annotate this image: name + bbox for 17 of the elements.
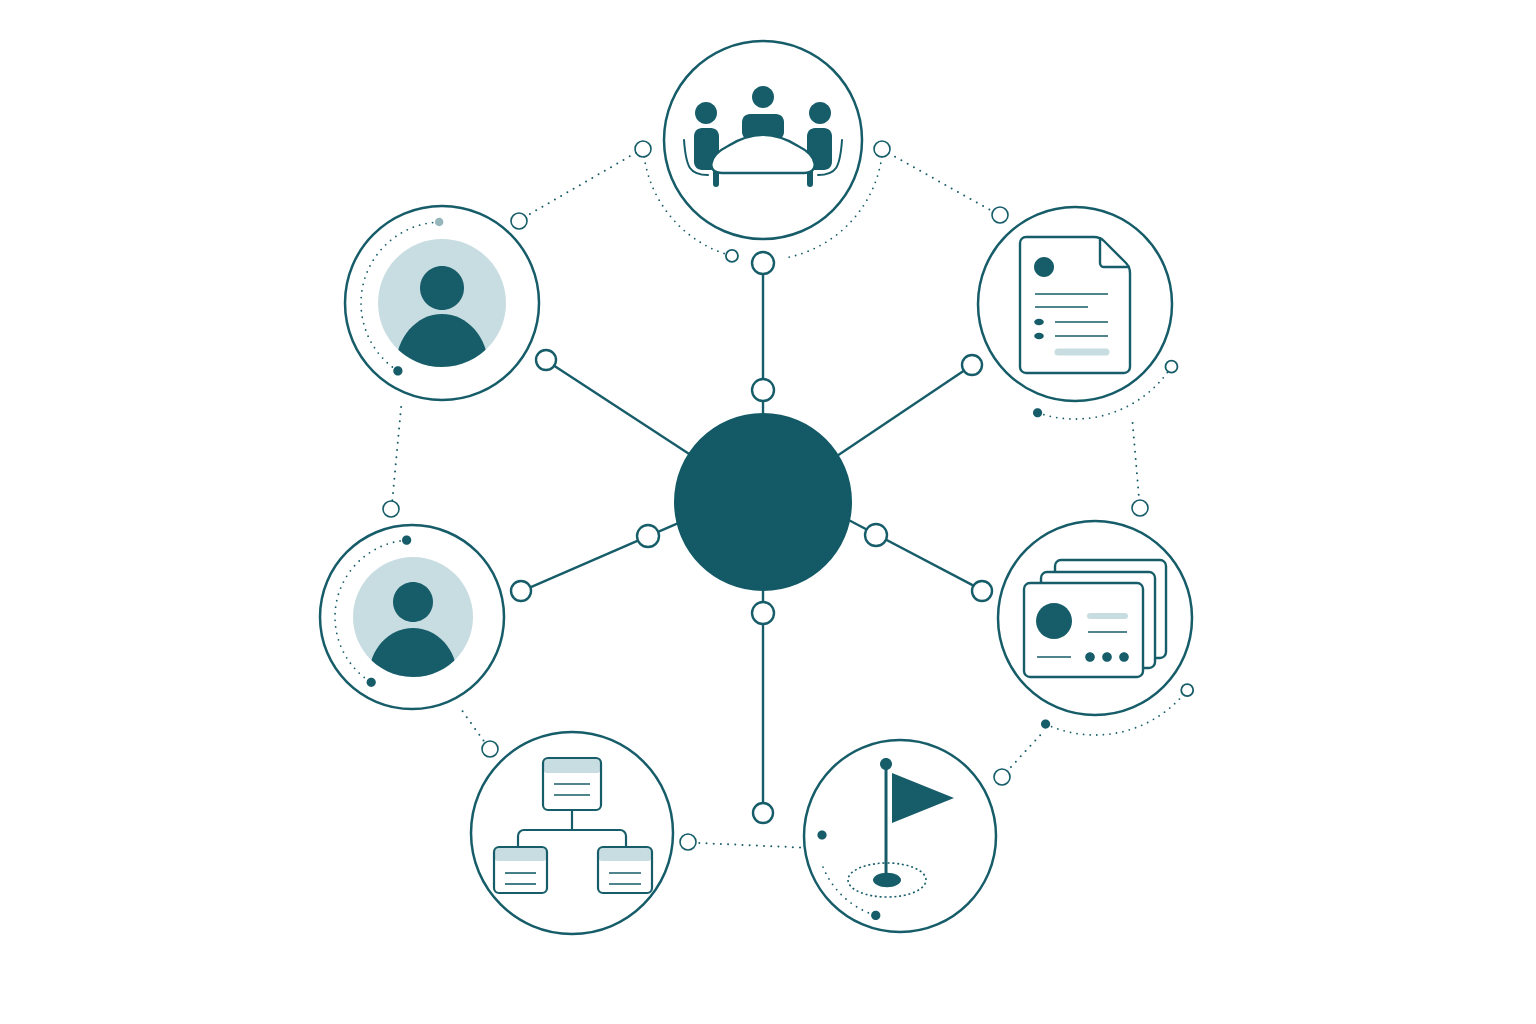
connector-line xyxy=(534,348,690,456)
dotted-line xyxy=(679,833,801,851)
connector-line xyxy=(836,353,984,457)
connector-line xyxy=(750,250,776,414)
connector-line xyxy=(509,522,679,603)
dotted-line xyxy=(382,406,403,518)
dotted-line xyxy=(510,140,652,230)
icon-circle xyxy=(802,738,998,934)
hub-circle xyxy=(674,413,852,591)
dotted-line xyxy=(993,734,1042,786)
connector-line xyxy=(848,519,994,603)
icon-circle xyxy=(469,730,675,936)
dotted-line xyxy=(1131,422,1149,517)
dotted-line xyxy=(873,140,1009,224)
connector-line xyxy=(751,590,775,825)
icon-circle xyxy=(976,205,1174,403)
dotted-line xyxy=(461,710,499,758)
